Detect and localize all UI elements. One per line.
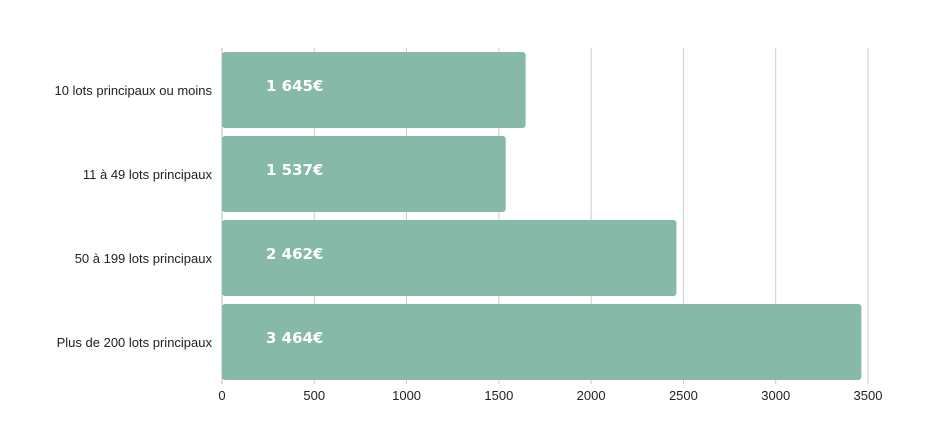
x-tick-label: 3000: [761, 388, 790, 403]
x-tick-label: 0: [218, 388, 225, 403]
x-tick-label: 1000: [392, 388, 421, 403]
x-tick-label: 500: [303, 388, 325, 403]
x-tick-label: 2500: [669, 388, 698, 403]
bar: [222, 136, 506, 212]
x-tick-label: 2000: [577, 388, 606, 403]
data-label: 1 537€: [266, 161, 323, 179]
category-label: 50 à 199 lots principaux: [75, 251, 213, 266]
data-label: 3 464€: [266, 329, 323, 347]
bar: [222, 220, 677, 296]
x-tick-label: 3500: [854, 388, 883, 403]
category-label: Plus de 200 lots principaux: [57, 335, 213, 350]
category-label: 11 à 49 lots principaux: [83, 167, 213, 182]
category-label: 10 lots principaux ou moins: [54, 83, 212, 98]
x-tick-label: 1500: [484, 388, 513, 403]
bar: [222, 52, 526, 128]
bar: [222, 304, 862, 380]
data-label: 2 462€: [266, 245, 323, 263]
data-label: 1 645€: [266, 77, 323, 95]
